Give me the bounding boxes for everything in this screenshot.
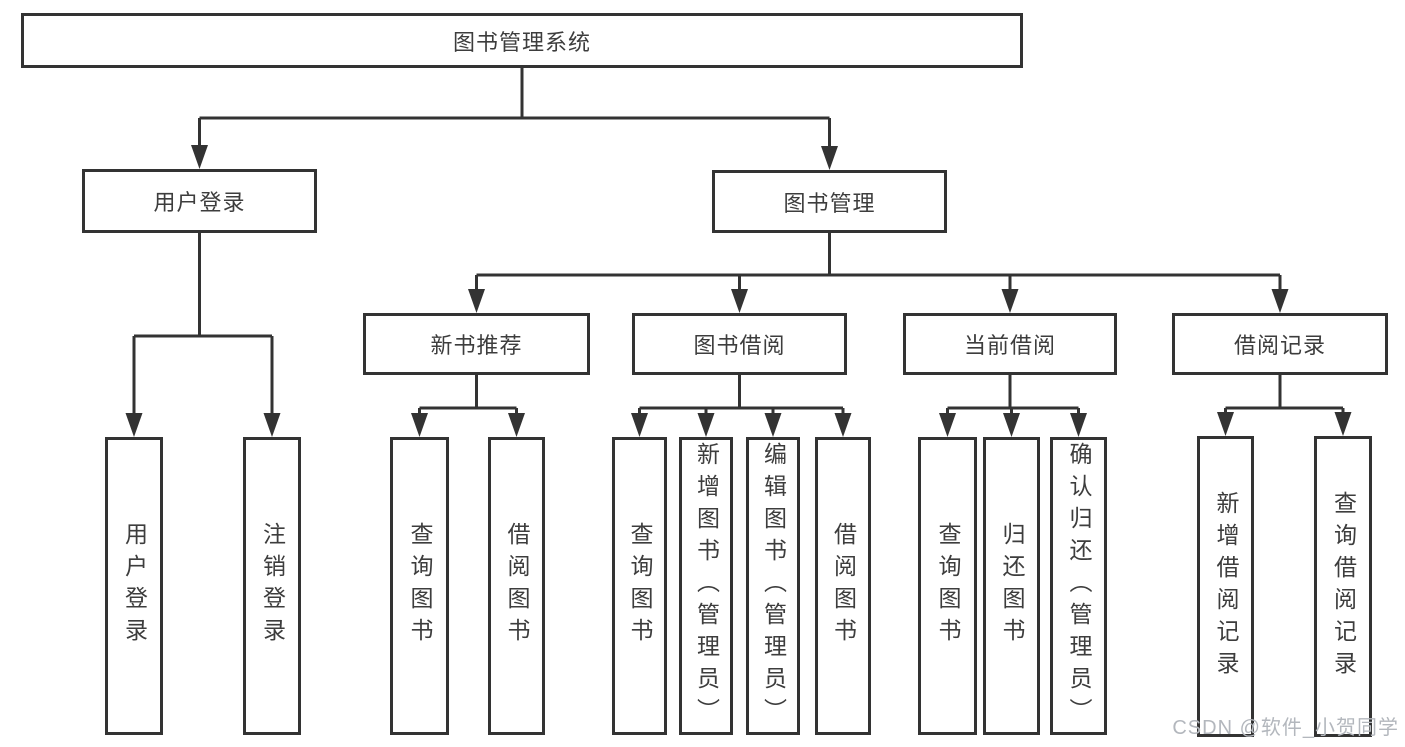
node-borrow-records: 借阅记录 — [1172, 313, 1388, 375]
connector-new-books-to-leaves — [411, 375, 525, 437]
leaf-borrow-edit-book-label: 编辑图书（管理员） — [760, 442, 787, 730]
leaf-borrow-book: 借阅图书 — [815, 437, 871, 735]
node-root-label: 图书管理系统 — [452, 29, 591, 55]
node-book-borrow: 图书借阅 — [632, 313, 847, 375]
leaf-return-book: 归还图书 — [983, 437, 1040, 735]
node-new-books: 新书推荐 — [363, 313, 590, 375]
connector-book-borrow-to-leaves — [631, 375, 852, 437]
leaf-user-login-label: 用户登录 — [121, 522, 148, 650]
leaf-borrow-add-book: 新增图书（管理员） — [679, 437, 733, 735]
node-current-borrow-label: 当前借阅 — [963, 333, 1056, 358]
node-borrow-records-label: 借阅记录 — [1233, 333, 1326, 358]
leaf-newbooks-query-label: 查询图书 — [407, 522, 433, 650]
connector-borrow-records-to-leaves — [1217, 375, 1352, 436]
node-root: 图书管理系统 — [21, 13, 1023, 68]
node-book-mgmt-label: 图书管理 — [783, 190, 876, 216]
leaf-newbooks-borrow: 借阅图书 — [488, 437, 545, 735]
connector-current-borrow-to-leaves — [939, 375, 1087, 437]
leaf-borrow-query: 查询图书 — [612, 437, 667, 735]
leaf-return-book-label: 归还图书 — [999, 522, 1025, 650]
leaf-borrow-add-book-label: 新增图书（管理员） — [693, 442, 720, 730]
node-book-mgmt: 图书管理 — [712, 170, 947, 233]
leaf-current-query: 查询图书 — [918, 437, 977, 735]
leaf-query-record-label: 查询借阅记录 — [1330, 490, 1357, 683]
leaf-borrow-edit-book: 编辑图书（管理员） — [746, 437, 800, 735]
connector-user-login-to-leaves — [125, 233, 281, 437]
leaf-newbooks-borrow-label: 借阅图书 — [504, 522, 530, 650]
node-user-login: 用户登录 — [82, 169, 317, 233]
leaf-borrow-book-label: 借阅图书 — [830, 522, 857, 650]
node-current-borrow: 当前借阅 — [903, 313, 1117, 375]
node-user-login-label: 用户登录 — [153, 190, 246, 215]
leaf-user-login: 用户登录 — [105, 437, 163, 735]
leaf-logout-label: 注销登录 — [259, 522, 286, 650]
leaf-logout: 注销登录 — [243, 437, 301, 735]
leaf-query-record: 查询借阅记录 — [1314, 436, 1372, 737]
leaf-current-query-label: 查询图书 — [935, 522, 961, 650]
leaf-borrow-query-label: 查询图书 — [627, 522, 653, 650]
connector-book-mgmt-to-level3 — [468, 233, 1289, 313]
leaf-confirm-return: 确认归还（管理员） — [1050, 437, 1107, 735]
node-book-borrow-label: 图书借阅 — [693, 333, 786, 358]
csdn-watermark: CSDN @软件_小贺同学 — [1172, 717, 1399, 739]
node-new-books-label: 新书推荐 — [430, 333, 523, 358]
connector-root-to-level2 — [191, 68, 838, 170]
leaf-confirm-return-label: 确认归还（管理员） — [1066, 442, 1092, 730]
leaf-newbooks-query: 查询图书 — [390, 437, 449, 735]
leaf-add-record: 新增借阅记录 — [1197, 436, 1254, 737]
leaf-add-record-label: 新增借阅记录 — [1213, 490, 1239, 683]
